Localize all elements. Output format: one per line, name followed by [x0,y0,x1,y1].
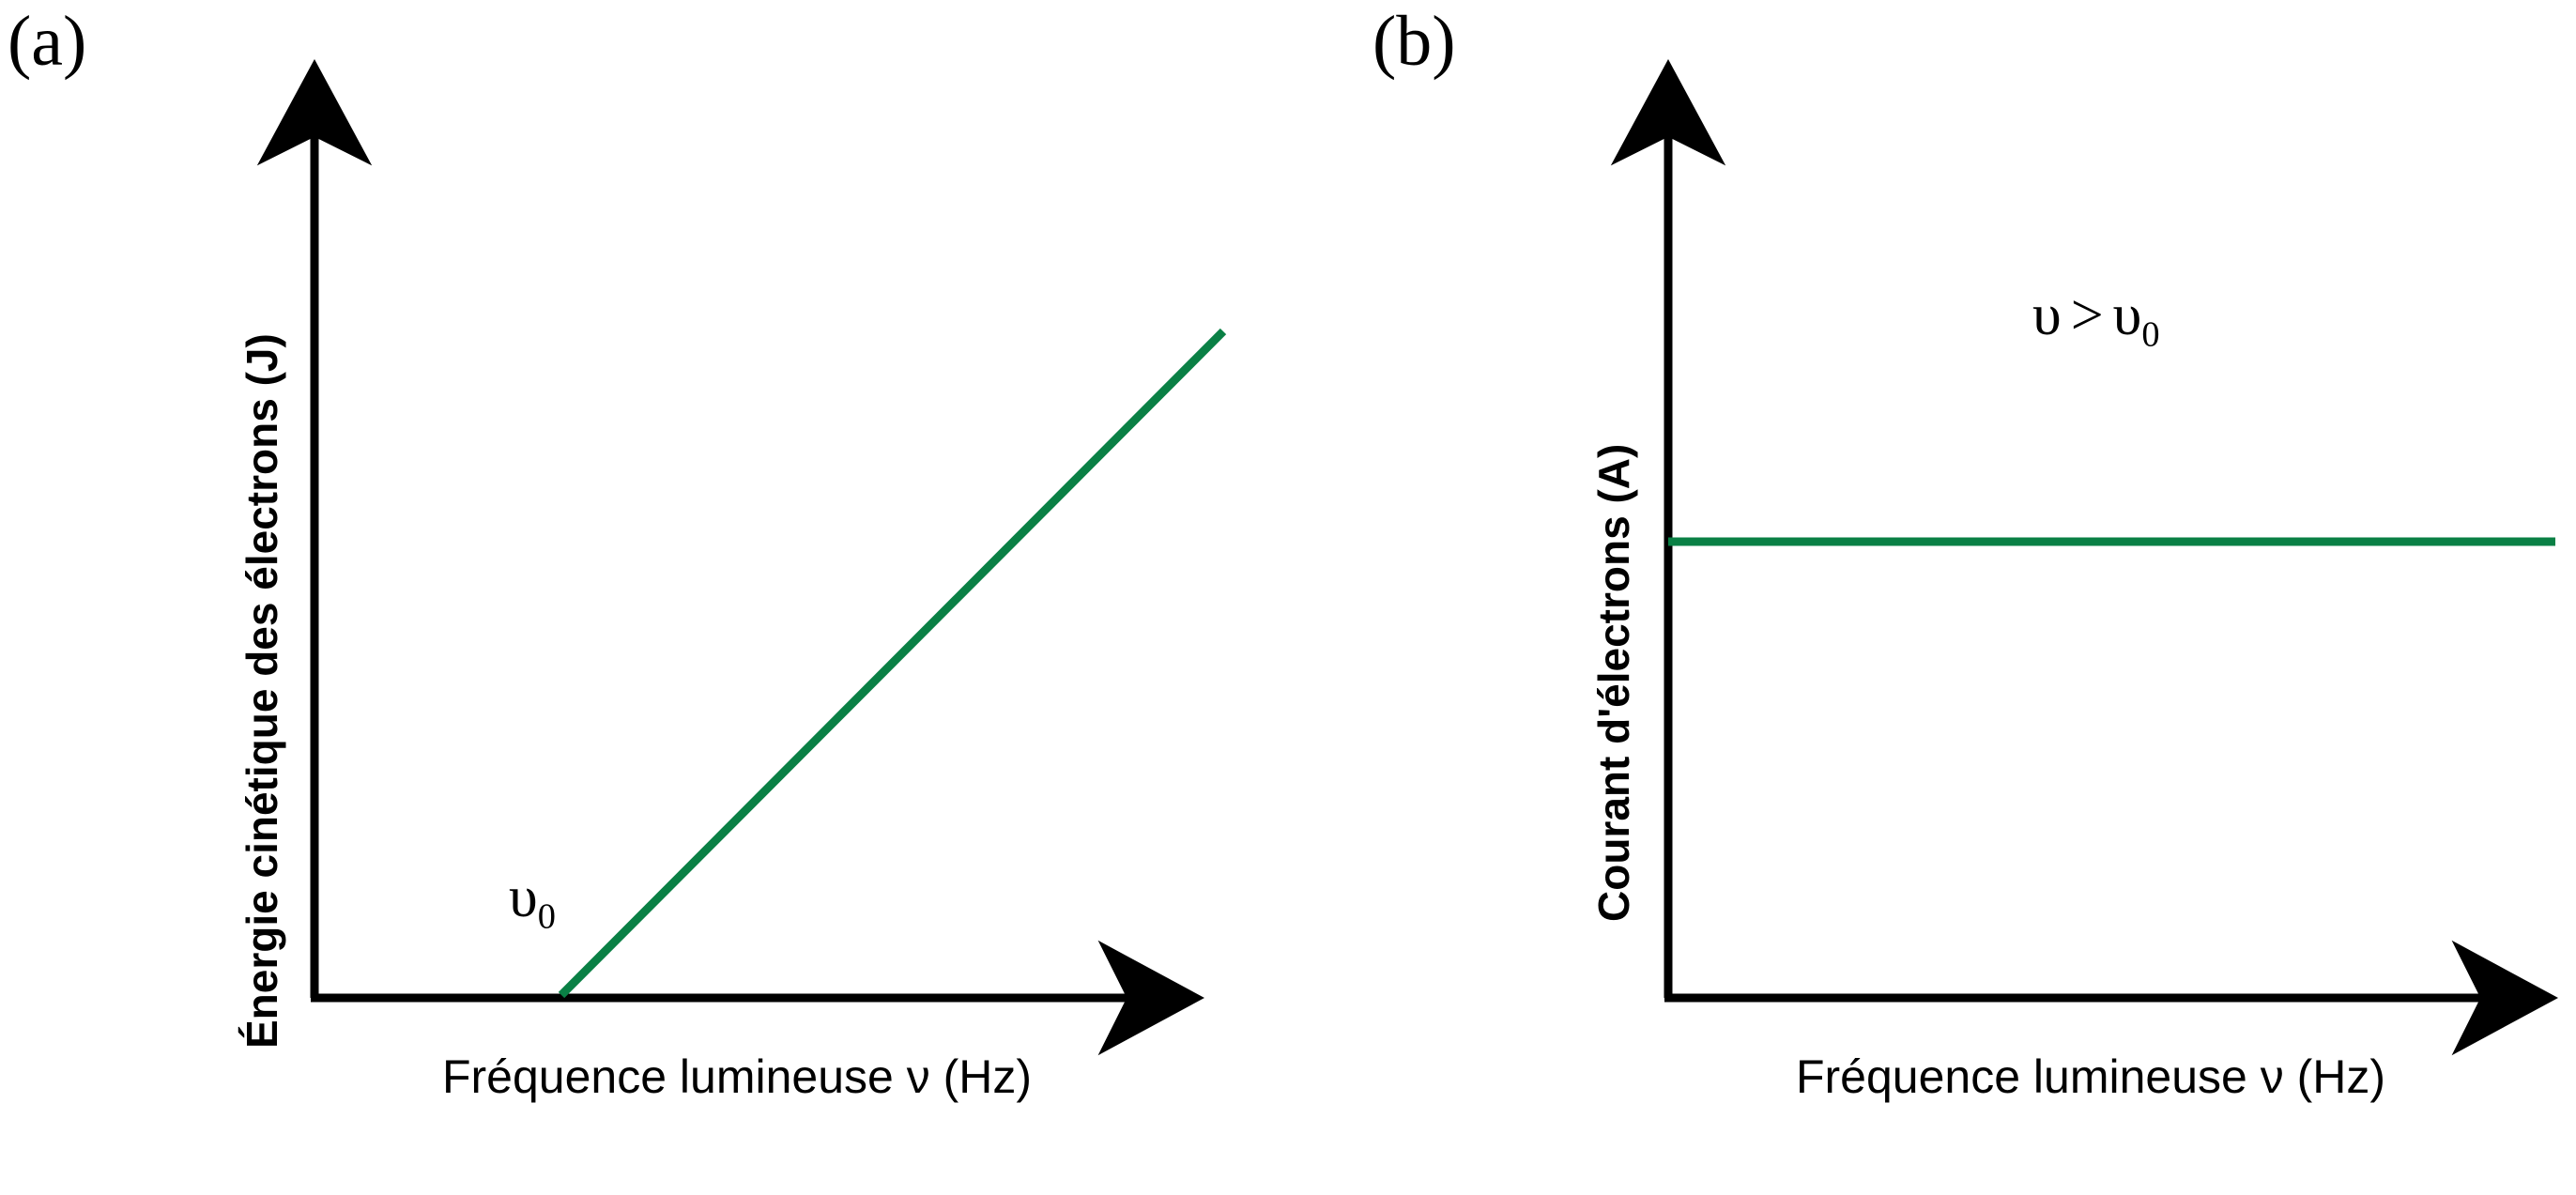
greater-than-sign: > [2070,283,2104,347]
panel-a-y-axis-label: Énergie cinétique des électrons (J) [238,333,286,1049]
panel-a-axes [256,58,1205,1056]
panel-a-letter: (a) [8,2,87,81]
panel-b-axes [1610,58,2559,1056]
threshold-frequency-subscript-b: 0 [2141,314,2160,355]
threshold-frequency-symbol: υ [509,866,538,929]
panel-a-x-axis-label: Fréquence lumineuse ν (Hz) [441,1050,1033,1103]
threshold-frequency-annotation: υ0 [509,868,556,935]
frequency-condition-annotation: υ>υ0 [2032,286,2160,353]
panel-b-letter: (b) [1372,2,1456,81]
panel-b-y-axis-label: Courant d'électrons (A) [1589,443,1638,922]
frequency-symbol: υ [2032,283,2062,347]
panel-a-kinetic-energy-line [558,328,1227,999]
threshold-frequency-subscript: 0 [537,896,556,937]
threshold-frequency-symbol-b: υ [2112,283,2142,347]
panel-b-x-axis-label: Fréquence lumineuse ν (Hz) [1795,1050,2386,1103]
